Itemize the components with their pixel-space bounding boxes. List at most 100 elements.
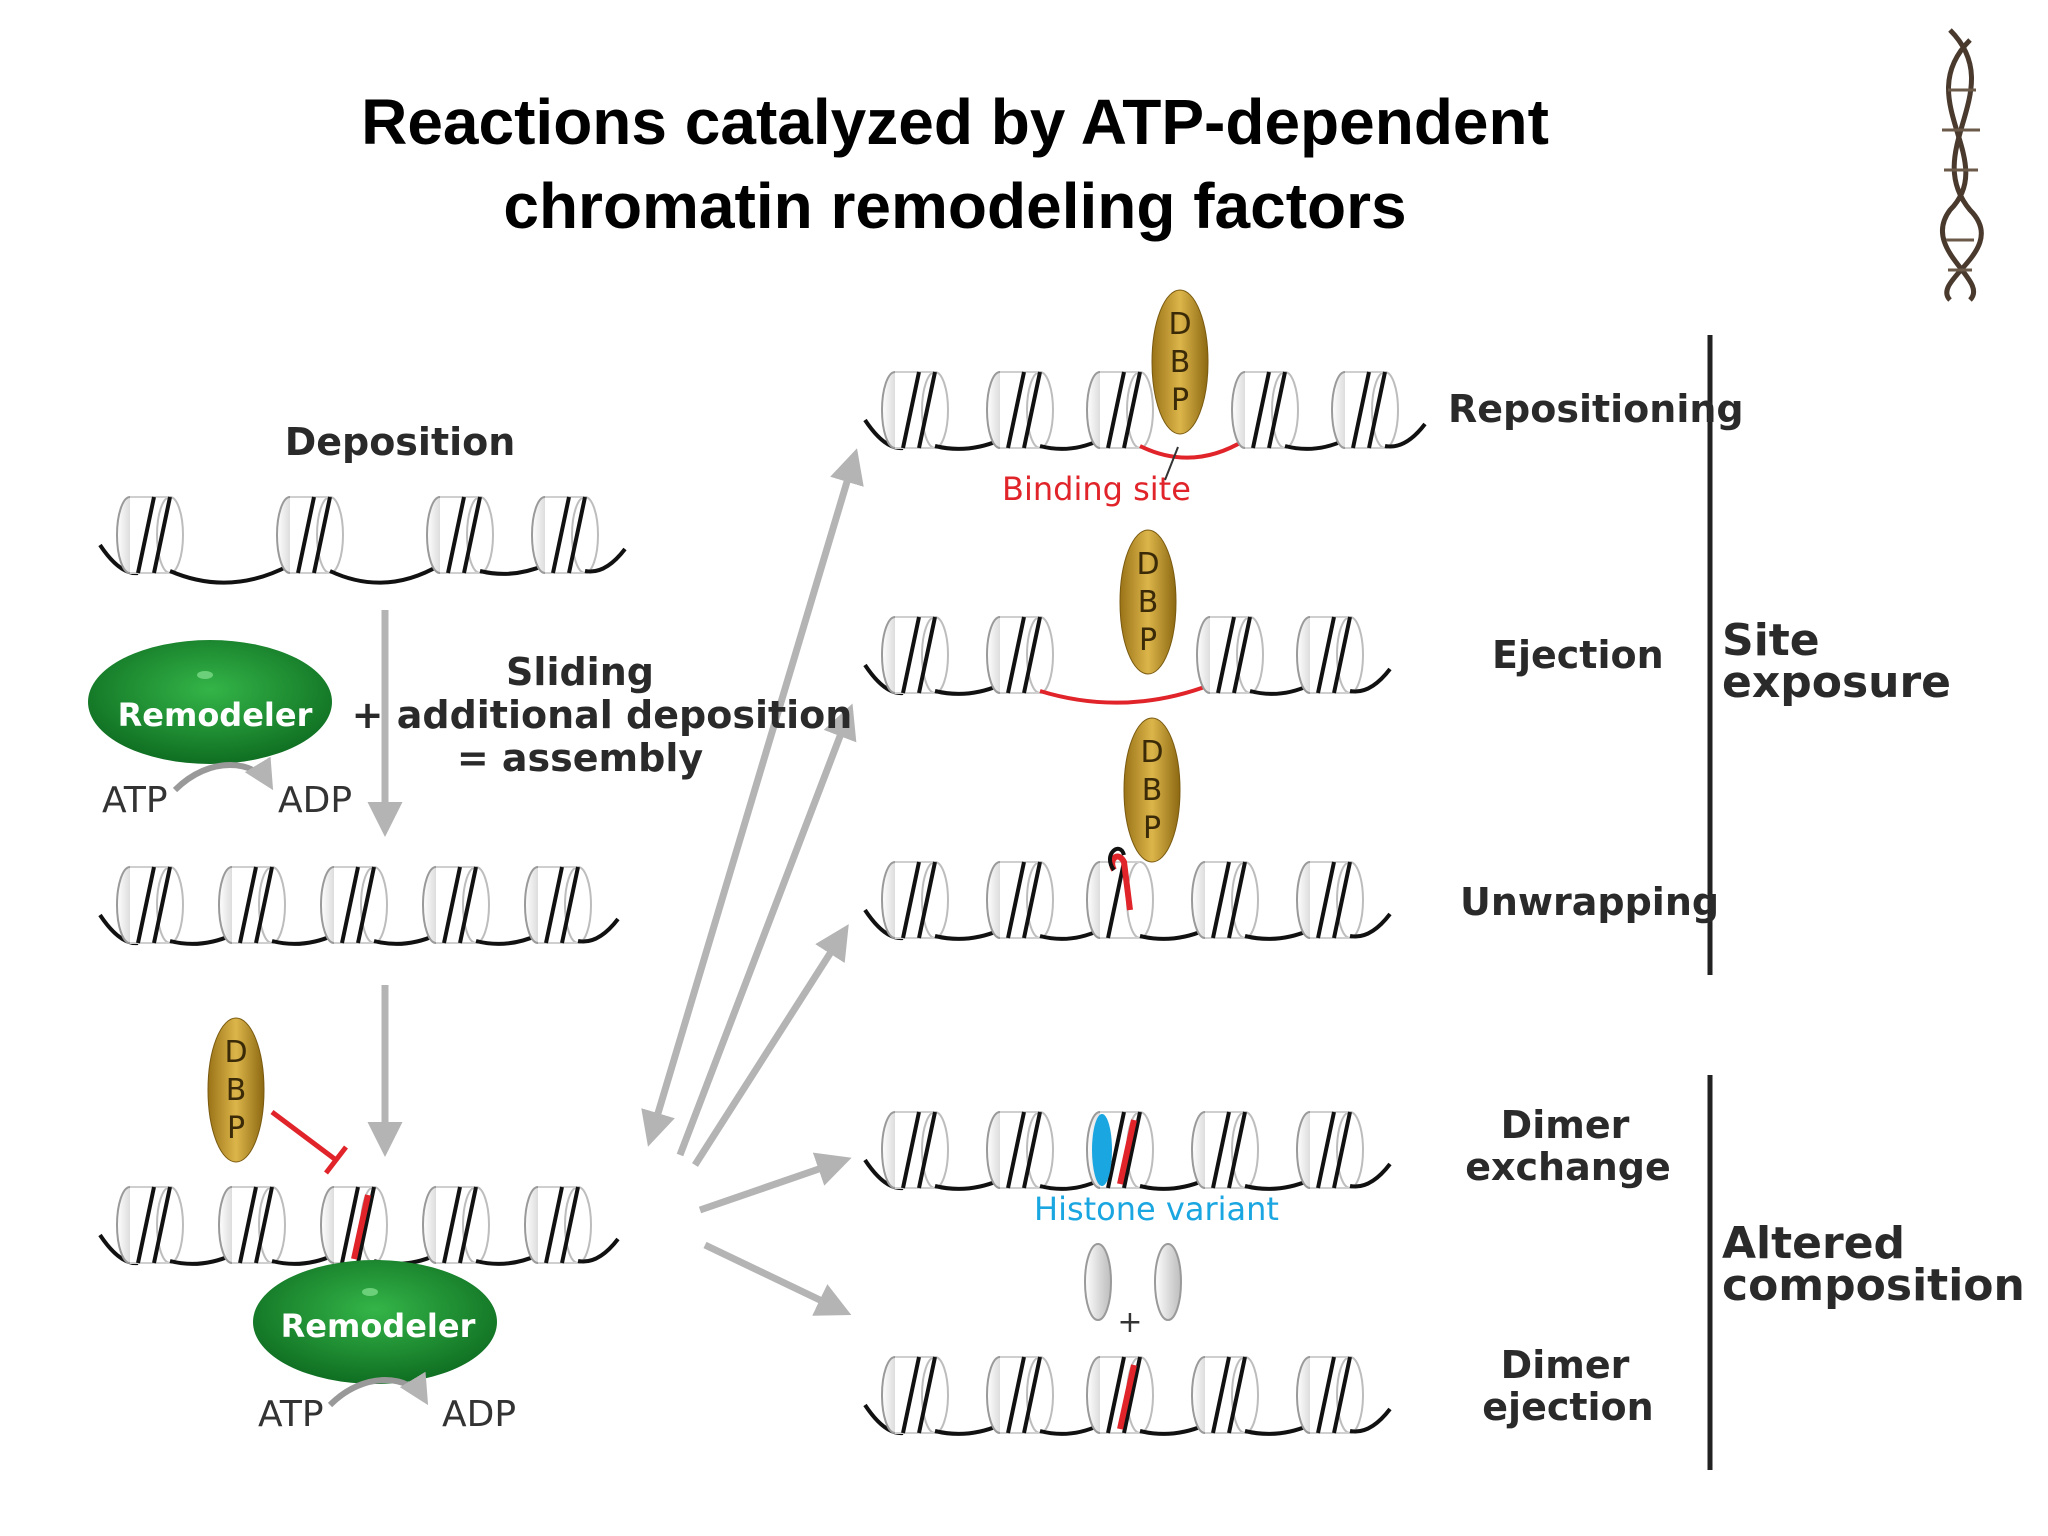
adp-lower-label: ADP [442,1394,516,1435]
repositioning-label: Repositioning [1448,387,1744,431]
dbp-letter: B [1142,773,1163,808]
dbp-left: DBP [207,1017,265,1163]
nucleosome [218,866,286,944]
sliding-label-line1: Sliding [506,650,654,694]
dimer-ejection-label-line1: Dimer [1501,1343,1630,1387]
dbp-letter: D [1136,547,1159,582]
nucleosome [116,1186,184,1264]
binding-site-pointer [1164,446,1179,481]
atp-adp-upper-curve [172,756,274,793]
ejection-label: Ejection [1492,633,1664,677]
altered-composition-label-line1: Altered [1722,1218,1905,1269]
dimer-exchange-label-line2: exchange [1465,1145,1671,1189]
arrow-to-dimer-exchange [698,1152,852,1214]
title-line-1: Reactions catalyzed by ATP-dependent [361,86,1549,158]
nucleosome [320,1186,388,1264]
nucleosome [426,496,494,574]
nucleosome [524,866,592,944]
nucleosome [1191,861,1259,939]
nucleosome [116,496,184,574]
fiber-deposition [98,496,627,585]
nucleosome [1296,1111,1364,1189]
nucleosome [1331,371,1399,449]
nucleosome [1191,1356,1259,1434]
nucleosome [881,371,949,449]
dbp-letter: P [1143,811,1161,846]
fiber-dimer-ejection [863,1356,1392,1436]
remodeler-lower: Remodeler [253,1260,497,1384]
dbp-letter: P [227,1111,245,1146]
nucleosome [986,1111,1054,1189]
altered-composition-label-line2: composition [1722,1260,2025,1311]
atp-lower-label: ATP [258,1394,324,1435]
fiber-ejection [863,616,1392,705]
nucleosome [986,861,1054,939]
inhibition-line [270,1110,348,1175]
adp-upper-label: ADP [278,780,352,821]
fiber-unwrapping [863,846,1392,941]
dbp-letter: B [1138,585,1159,620]
nucleosome [881,1356,949,1434]
unwrapping-label: Unwrapping [1460,880,1719,924]
nucleosome [422,866,490,944]
page-title: Reactions catalyzed by ATP-dependent chr… [200,80,1710,248]
nucleosome [986,371,1054,449]
reaction-arrows [367,448,864,1316]
deposition-label: Deposition [285,420,516,464]
dbp-letter: P [1139,623,1157,658]
nucleosome [1296,861,1364,939]
dimer-ejection-label-line2: ejection [1482,1385,1653,1429]
sliding-label-line2: + additional deposition [352,693,853,737]
sliding-label-line3: = assembly [457,736,704,780]
fiber-repositioning [863,371,1427,460]
nucleosome [320,866,388,944]
arrow-to-repositioning [641,448,864,1147]
dbp-letter: D [224,1035,247,1070]
dbp-ejection: DBP [1119,529,1177,675]
plus-sign: + [1117,1305,1142,1340]
site-exposure-label-line2: exposure [1722,657,1951,708]
dbp-letter: B [226,1073,247,1108]
nucleosome [276,496,344,574]
nucleosome [1191,1111,1259,1189]
histone-variant-label: Histone variant [1034,1190,1279,1228]
nucleosome [422,1186,490,1264]
nucleosome [986,1356,1054,1434]
fiber-assembly [98,866,620,946]
dna-helix-icon [1940,28,1984,302]
free-dimers [1084,1243,1182,1321]
nucleosome [1196,616,1264,694]
nucleosome [218,1186,286,1264]
nucleosome [1086,846,1154,939]
nucleosome [531,496,599,574]
atp-upper-label: ATP [102,780,168,821]
binding-site-label: Binding site [1002,470,1191,508]
remodeler-upper-label: Remodeler [118,696,313,734]
arrow-to-dimer-ejection [703,1241,852,1316]
nucleosome [881,861,949,939]
dbp-unwrapping: DBP [1123,717,1181,863]
nucleosome [1296,616,1364,694]
nucleosome [1086,1356,1154,1434]
arrow-to-unwrapping [692,924,849,1167]
dbp-letter: D [1140,735,1163,770]
nucleosome [881,1111,949,1189]
nucleosome [1296,1356,1364,1434]
nucleosome [881,616,949,694]
nucleosome [1231,371,1299,449]
dbp-letter: P [1171,383,1189,418]
dimer-exchange-label-line1: Dimer [1501,1103,1630,1147]
fiber-blocked [98,1186,620,1266]
dbp-letter: B [1170,345,1191,380]
dbp-repositioning: DBP [1151,289,1209,435]
nucleosome [1086,371,1154,449]
arrow-to-ejection [676,703,857,1157]
remodeler-upper: Remodeler [88,640,332,764]
site-exposure-label-line1: Site [1722,615,1820,666]
nucleosome [116,866,184,944]
atp-adp-lower-curve [327,1371,429,1408]
title-line-2: chromatin remodeling factors [503,170,1407,242]
dbp-letter: D [1168,307,1191,342]
